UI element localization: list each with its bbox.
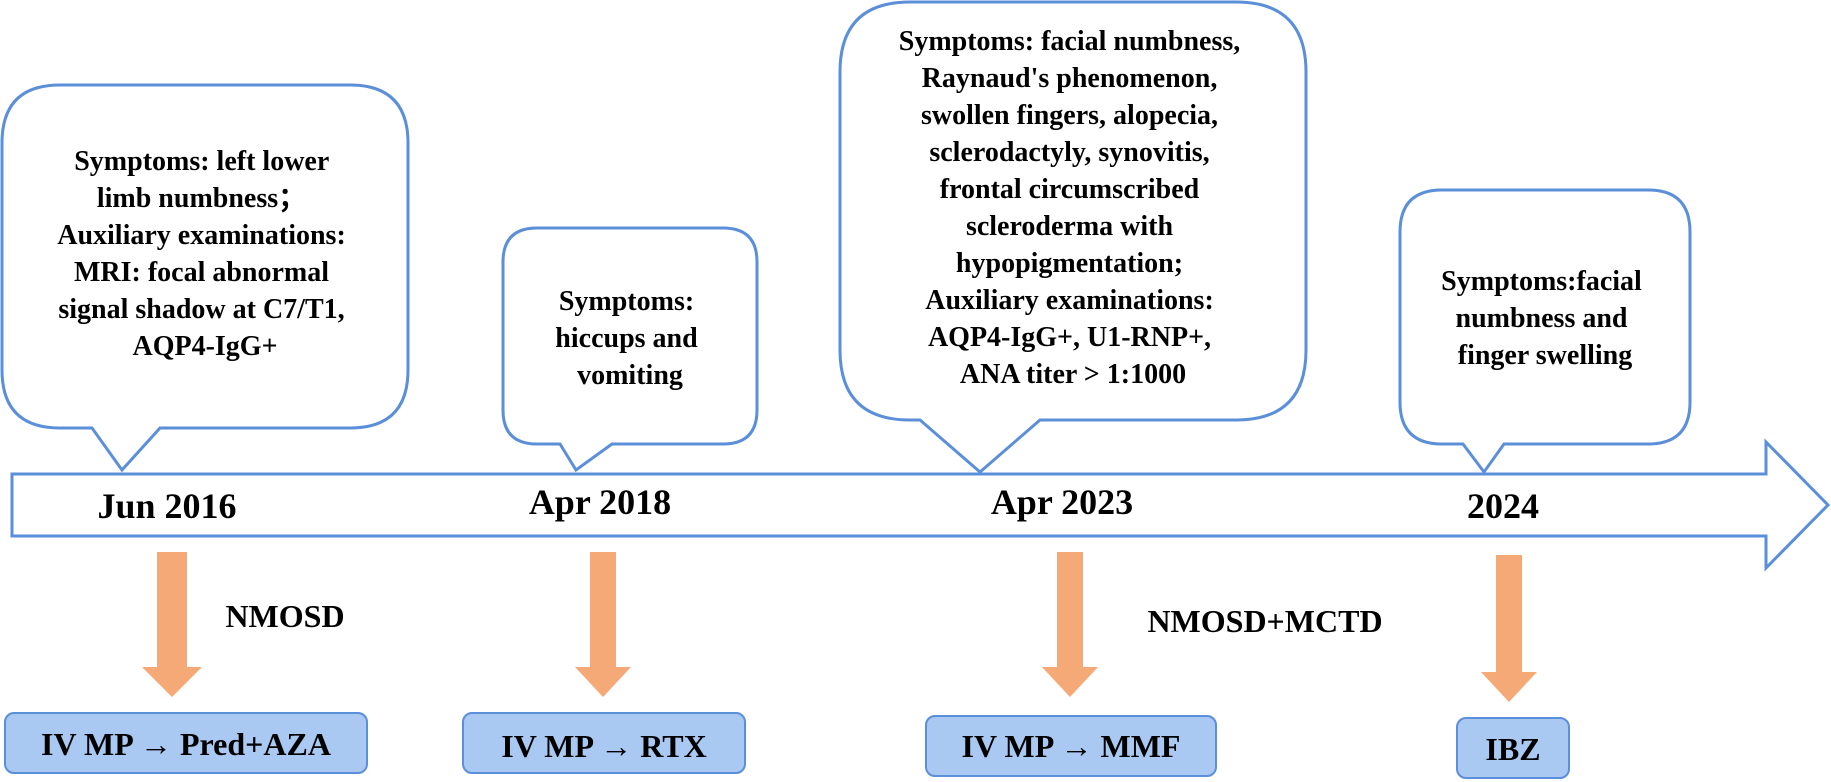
treatment-label-2024: IBZ [1485,731,1540,767]
event-jun-2016: Symptoms: left lower limb numbness； Auxi… [0,83,410,774]
treatment-box-2024 [1456,717,1570,779]
symptom-line: Symptoms: left lower [74,146,329,177]
treatment-box-jun-2016 [4,712,368,774]
symptom-line: AQP4-IgG+, U1-RNP+, [928,322,1211,353]
timeline-arrow [10,438,1831,572]
symptom-line: AQP4-IgG+ [132,331,277,362]
event-apr-2018: Symptoms: hiccups and vomiting Apr 2018 … [462,226,759,774]
symptom-line: frontal circumscribed [940,174,1200,205]
symptom-line: ANA titer > 1:1000 [960,359,1186,390]
date-label-apr-2023: Apr 2023 [991,482,1133,522]
symptom-line: vomiting [577,360,683,391]
down-arrow-apr-2023 [1042,552,1098,697]
date-label-apr-2018: Apr 2018 [529,482,671,522]
symptom-text-apr-2018: Symptoms: hiccups and vomiting [555,286,704,391]
symptom-line: signal shadow at C7/T1, [58,294,344,325]
symptom-line: MRI: focal abnormal [74,257,329,288]
treatment-label-jun-2016: IV MP → Pred+AZA [41,726,331,762]
symptom-line: Symptoms:facial [1441,266,1642,297]
treatment-label-apr-2018: IV MP → RTX [501,728,706,764]
down-arrow-jun-2016 [142,552,202,697]
date-label-jun-2016: Jun 2016 [97,486,236,526]
symptom-line: finger swelling [1458,340,1632,371]
symptom-line: Raynaud's phenomenon, [922,63,1218,94]
symptom-bubble-apr-2018 [501,226,759,473]
symptom-line: hiccups and [555,323,698,354]
symptom-line: Auxiliary examinations: [925,285,1214,316]
down-arrow-2024 [1481,555,1537,702]
symptom-line: Symptoms: [559,286,694,317]
symptom-text-jun-2016: Symptoms: left lower limb numbness； Auxi… [57,146,353,362]
symptom-line: scleroderma with [966,211,1174,242]
symptom-line: numbness and [1456,303,1628,334]
event-apr-2023: Symptoms: facial numbness, Raynaud's phe… [838,0,1383,777]
symptom-text-apr-2023: Symptoms: facial numbness, Raynaud's phe… [899,26,1247,390]
symptom-text-2024: Symptoms:facial numbness and finger swel… [1441,266,1649,371]
treatment-box-apr-2018 [462,712,746,774]
symptom-line: Auxiliary examinations: [57,220,346,251]
symptom-line: limb numbness； [97,183,306,214]
treatment-label-apr-2023: IV MP → MMF [962,728,1181,764]
diagnosis-label-apr-2023: NMOSD+MCTD [1147,603,1382,639]
event-2024: Symptoms:facial numbness and finger swel… [1398,188,1692,779]
diagnosis-label-jun-2016: NMOSD [225,598,344,634]
down-arrow-apr-2018 [575,552,631,697]
date-label-2024: 2024 [1467,486,1539,526]
symptom-bubble-jun-2016 [0,83,410,473]
symptom-bubble-apr-2023 [838,0,1308,474]
symptom-bubble-2024 [1398,188,1692,475]
symptom-line: hypopigmentation; [956,248,1183,279]
treatment-box-apr-2023 [925,715,1217,777]
symptom-line: Symptoms: facial numbness, [899,26,1240,57]
symptom-line: swollen fingers, alopecia, [921,100,1218,131]
symptom-line: sclerodactyly, synovitis, [929,137,1209,168]
